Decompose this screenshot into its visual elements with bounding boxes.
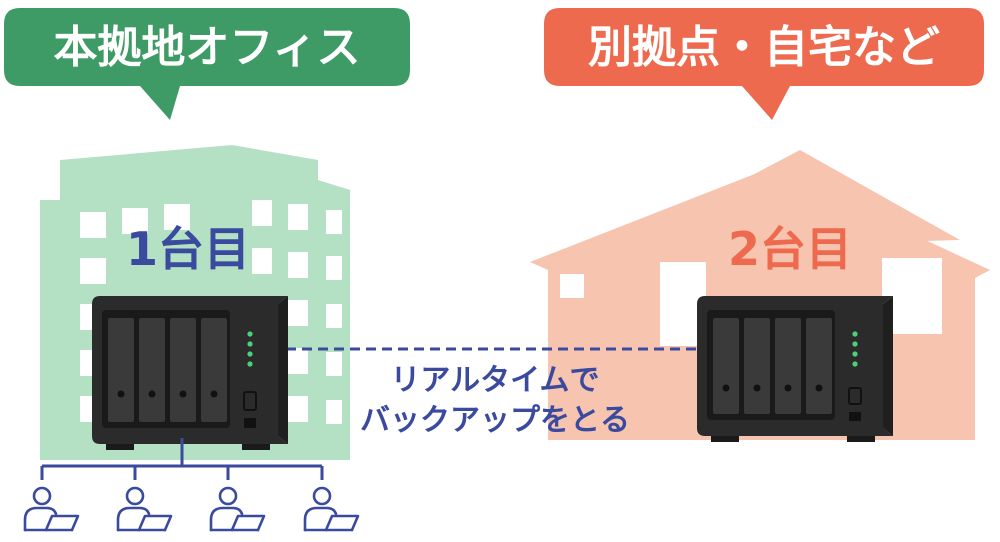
user-icons [23,486,360,532]
replication-label-line2: バックアップをとる [360,403,630,438]
person-laptop-icon [116,486,173,532]
person-laptop-icon [303,486,360,532]
unit-2-label: 2台目 [728,222,852,276]
main-site-bubble-label: 本拠地オフィス [53,22,360,73]
unit-1-label: 1台目 [126,222,250,276]
nas-unit-2-icon [697,296,893,442]
person-laptop-icon [23,486,80,532]
remote-site-bubble: 別拠点・自宅など [544,8,984,120]
main-site-bubble: 本拠地オフィス [4,8,410,120]
person-laptop-icon [209,486,266,532]
remote-site-bubble-label: 別拠点・自宅など [588,22,940,73]
network-tree [40,438,324,480]
nas-unit-1-icon [92,296,288,450]
replication-label-line1: リアルタイムで [390,363,599,398]
